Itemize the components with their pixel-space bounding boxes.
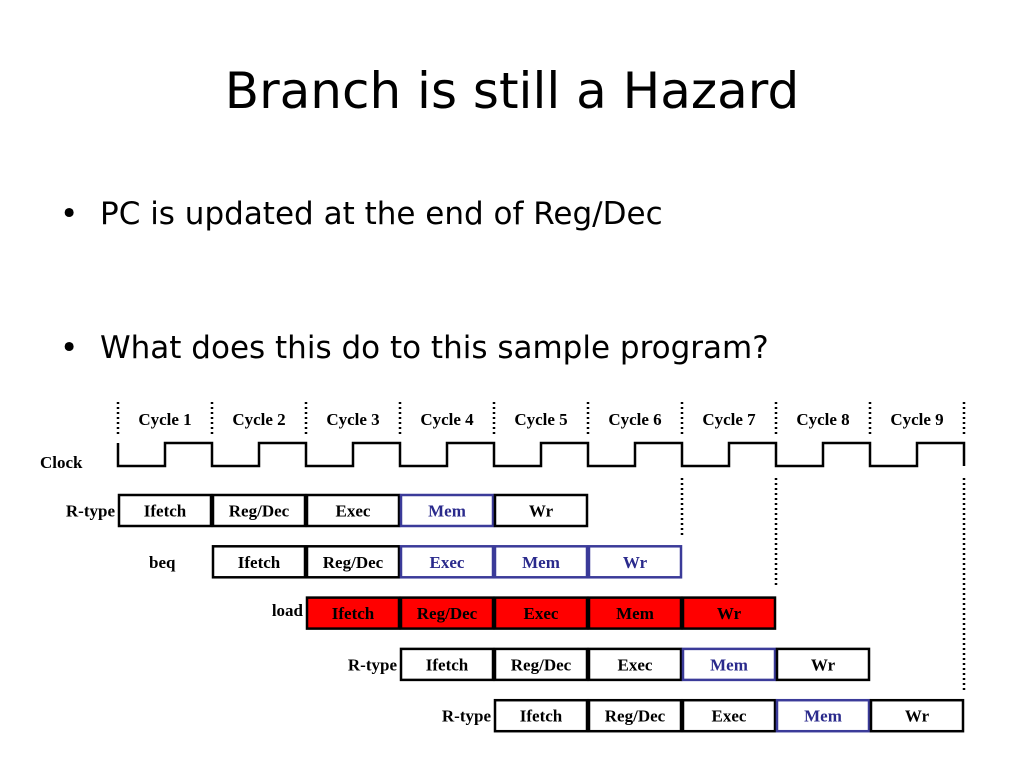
pipeline-stage-label: Ifetch xyxy=(426,655,469,674)
bullet-dot-icon: • xyxy=(60,196,79,232)
pipeline-stage-box xyxy=(399,493,495,528)
pipeline-stage-box xyxy=(399,596,495,630)
pipeline-stage-label: Reg/Dec xyxy=(229,502,290,521)
instruction-label: load xyxy=(272,601,304,620)
pipeline-stage-box xyxy=(775,698,871,733)
pipeline-stage-label: Exec xyxy=(712,707,747,726)
pipeline-stage-box xyxy=(117,493,213,528)
cycle-label: Cycle 3 xyxy=(326,410,379,429)
instruction-label: beq xyxy=(149,553,176,572)
pipeline-stage-label: Exec xyxy=(430,553,465,572)
cycle-label: Cycle 5 xyxy=(514,410,567,429)
cycle-label: Cycle 8 xyxy=(796,410,849,429)
pipeline-stage-label: Wr xyxy=(717,604,742,623)
cycle-label: Cycle 2 xyxy=(232,410,285,429)
pipeline-stage-label: Wr xyxy=(623,553,648,572)
pipeline-stage-label: Ifetch xyxy=(332,604,375,623)
pipeline-stage-box xyxy=(211,545,307,579)
clock-label: Clock xyxy=(40,453,83,472)
pipeline-stage-box xyxy=(305,545,401,579)
pipeline-stage-box xyxy=(493,545,589,579)
bullet-item: • PC is updated at the end of Reg/Dec xyxy=(60,190,769,238)
pipeline-stage-box xyxy=(399,647,495,682)
pipeline-stage-box xyxy=(211,493,307,528)
pipeline-stage-label: Reg/Dec xyxy=(511,655,572,674)
cycle-label: Cycle 6 xyxy=(608,410,661,429)
pipeline-stage-label: Wr xyxy=(811,655,836,674)
pipeline-stage-label: Mem xyxy=(428,502,466,521)
pipeline-stage-label: Ifetch xyxy=(144,502,187,521)
pipeline-stage-label: Mem xyxy=(616,604,654,623)
pipeline-stage-label: Mem xyxy=(804,707,842,726)
cycle-label: Cycle 7 xyxy=(702,410,756,429)
pipeline-stage-box xyxy=(493,596,589,630)
pipeline-stage-box xyxy=(493,698,589,733)
pipeline-stage-box xyxy=(681,698,777,733)
pipeline-stage-label: Mem xyxy=(710,655,748,674)
bullet-dot-icon: • xyxy=(60,330,79,366)
bullet-text: PC is updated at the end of Reg/Dec xyxy=(100,196,663,232)
slide-title: Branch is still a Hazard xyxy=(224,62,800,120)
pipeline-stage-box xyxy=(305,596,401,630)
clock-waveform xyxy=(116,441,966,468)
pipeline-stage-box xyxy=(493,647,589,682)
bullet-list: • PC is updated at the end of Reg/Dec • … xyxy=(60,190,769,372)
pipeline-stage-box xyxy=(681,596,777,630)
instruction-label: R-type xyxy=(348,655,398,674)
pipeline-stage-label: Wr xyxy=(529,502,554,521)
pipeline-stage-box xyxy=(399,545,495,579)
pipeline-stage-label: Reg/Dec xyxy=(323,553,384,572)
bullet-text: What does this do to this sample program… xyxy=(100,330,769,366)
pipeline-stage-label: Reg/Dec xyxy=(417,604,478,623)
pipeline-stage-label: Exec xyxy=(618,655,653,674)
pipeline-stage-label: Ifetch xyxy=(520,707,563,726)
cycle-label: Cycle 9 xyxy=(890,410,943,429)
cycle-label: Cycle 1 xyxy=(138,410,191,429)
instruction-label: R-type xyxy=(442,707,492,726)
cycle-label: Cycle 4 xyxy=(420,410,474,429)
pipeline-stage-box xyxy=(587,596,683,630)
bullet-item: • What does this do to this sample progr… xyxy=(60,324,769,372)
pipeline-stage-box xyxy=(775,647,871,682)
pipeline-stage-label: Wr xyxy=(905,707,930,726)
pipeline-stage-box xyxy=(587,698,683,733)
pipeline-stage-box xyxy=(587,647,683,682)
pipeline-stage-box xyxy=(493,493,589,528)
pipeline-stage-label: Reg/Dec xyxy=(605,707,666,726)
pipeline-stage-box xyxy=(869,698,965,733)
pipeline-stage-label: Exec xyxy=(524,604,559,623)
pipeline-stage-label: Exec xyxy=(336,502,371,521)
pipeline-stage-label: Ifetch xyxy=(238,553,281,572)
pipeline-stage-box xyxy=(681,647,777,682)
pipeline-stage-label: Mem xyxy=(522,553,560,572)
pipeline-stage-box xyxy=(305,493,401,528)
pipeline-stage-box xyxy=(587,545,683,579)
instruction-label: R-type xyxy=(66,502,116,521)
